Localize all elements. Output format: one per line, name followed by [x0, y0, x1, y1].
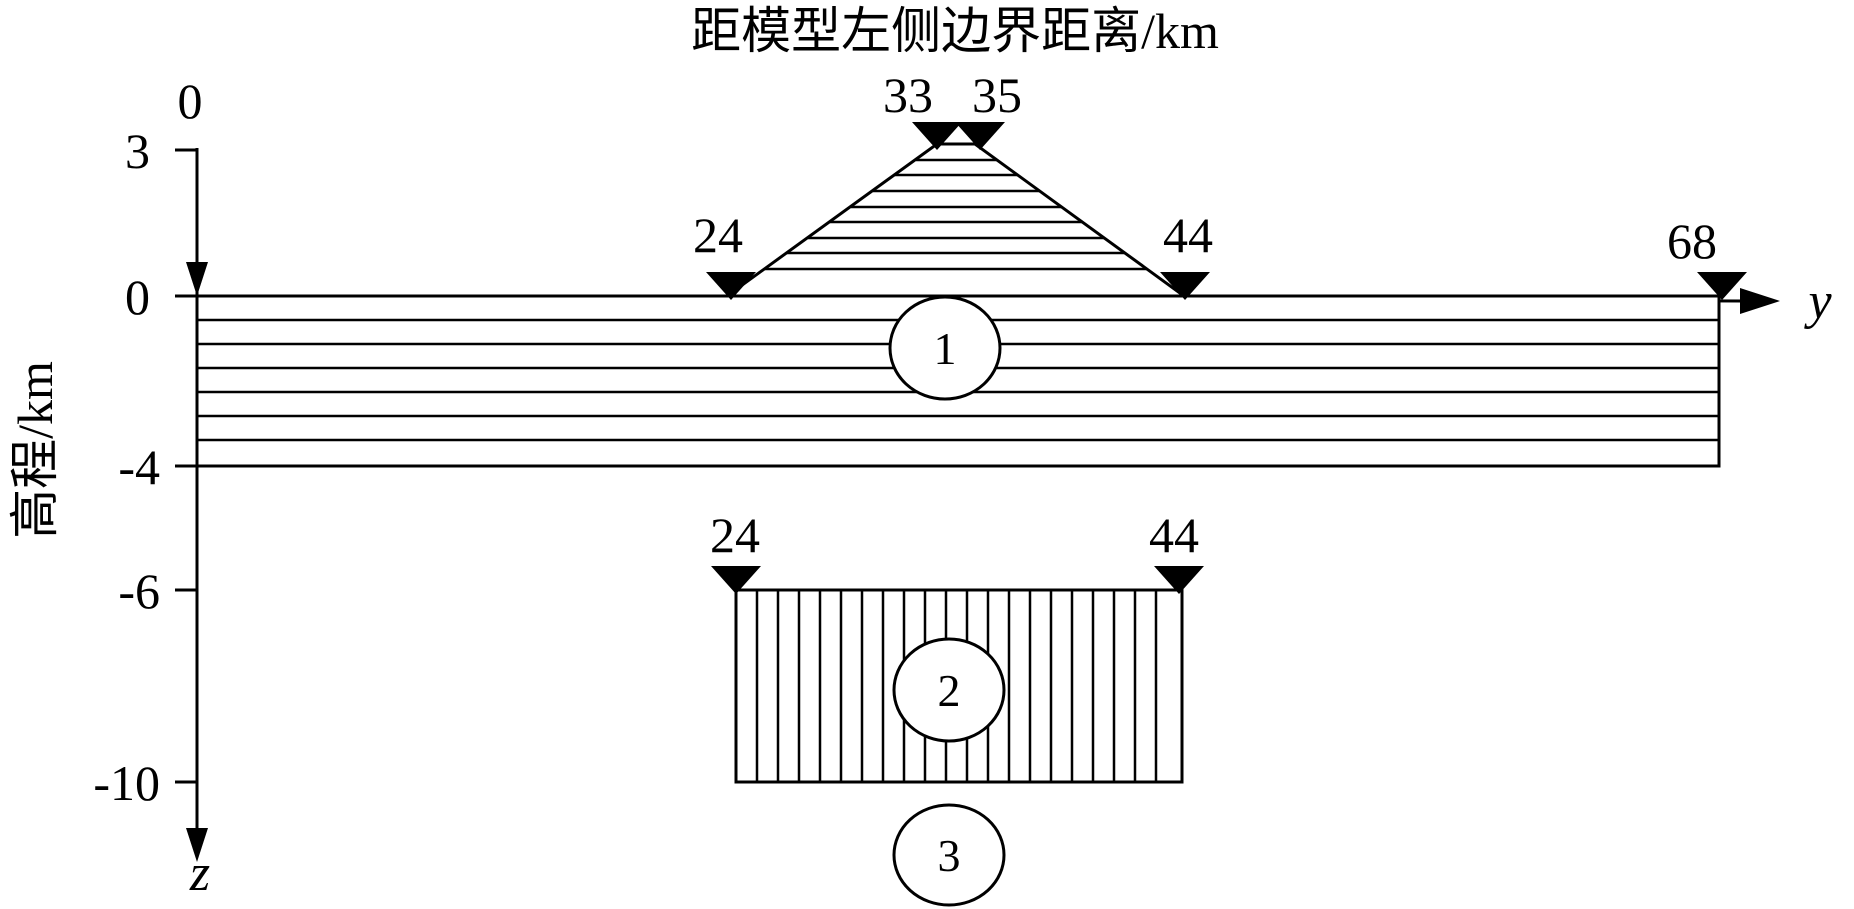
label-peak-left: 33: [883, 67, 933, 123]
marker-peak-right-icon: [955, 122, 1005, 150]
marker-base-right-icon: [1160, 272, 1210, 300]
label-base-left: 24: [693, 207, 743, 263]
z-axis-ticks: [175, 148, 197, 784]
tick-label-3: 3: [125, 123, 150, 179]
tick-label-neg10: -10: [93, 755, 160, 811]
region-3-marker: 3: [892, 803, 1006, 907]
tick-label-neg4: -4: [118, 439, 160, 495]
z-axis-label: z: [189, 845, 210, 902]
elevation-axis-label: 高程/km: [7, 361, 63, 539]
marker-block-right-icon: [1154, 566, 1204, 594]
z-axis: [186, 148, 208, 862]
triangle-hatched: [722, 142, 1189, 298]
region-3-label: 3: [938, 830, 961, 881]
region-2-marker: 2: [892, 637, 1006, 743]
origin-top-label: 0: [178, 73, 203, 129]
diagram-title: 距模型左侧边界距离/km: [691, 3, 1219, 59]
label-peak-right: 35: [972, 67, 1022, 123]
label-block-right: 44: [1149, 507, 1199, 563]
marker-base-left-icon: [706, 272, 756, 300]
block-2-rect: [734, 588, 1184, 784]
tick-label-0: 0: [125, 269, 150, 325]
region-1-marker: 1: [888, 295, 1002, 401]
marker-block-left-icon: [711, 566, 761, 594]
marker-layer-end-icon: [1697, 272, 1747, 300]
region-2-label: 2: [938, 665, 961, 716]
tick-label-neg6: -6: [118, 563, 160, 619]
y-axis-label: y: [1803, 273, 1832, 330]
label-block-left: 24: [710, 507, 760, 563]
label-layer-end: 68: [1667, 213, 1717, 269]
region-1-label: 1: [934, 323, 957, 374]
label-base-right: 44: [1163, 207, 1213, 263]
marker-peak-left-icon: [912, 122, 962, 150]
